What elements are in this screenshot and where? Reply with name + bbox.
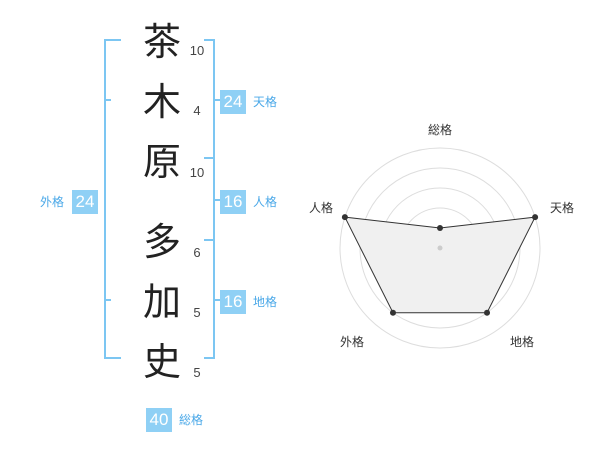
- radar-label-jinkaku: 人格: [309, 200, 333, 215]
- radar-center-dot: [437, 245, 443, 251]
- radar-polygon: [344, 216, 536, 314]
- name-char-4: 多: [142, 220, 181, 264]
- radar-point: [437, 225, 443, 231]
- radar-label-gaikaku: 外格: [340, 334, 364, 349]
- stroke-count-1: 10: [189, 43, 205, 58]
- gaikaku-label: 外格: [40, 195, 65, 209]
- chikaku-bracket: [204, 239, 220, 359]
- name-char-6: 史: [142, 340, 181, 384]
- stroke-count-5: 5: [193, 305, 201, 320]
- radar-ring: [339, 147, 541, 349]
- jinkaku-label: 人格: [253, 195, 278, 209]
- stroke-count-6: 5: [193, 365, 201, 380]
- radar-label-chikaku: 地格: [510, 334, 534, 349]
- stroke-count-3: 10: [189, 165, 205, 180]
- name-char-2: 木: [142, 80, 181, 124]
- soukaku-value: 40: [146, 408, 172, 432]
- name-char-3: 原: [142, 140, 181, 184]
- jinkaku-value: 16: [220, 190, 246, 214]
- radar-label-soukaku: 総格: [428, 122, 452, 137]
- outer-bracket: [104, 39, 121, 359]
- name-char-1: 茶: [142, 20, 181, 64]
- tenkaku-value: 24: [220, 90, 246, 114]
- radar-chart: 総格 天格 地格 外格 人格: [309, 122, 574, 349]
- chikaku-label: 地格: [253, 295, 278, 309]
- radar-point: [484, 309, 491, 316]
- tenkaku-label: 天格: [253, 95, 278, 109]
- stroke-count-2: 4: [193, 103, 201, 118]
- radar-label-tenkaku: 天格: [550, 200, 574, 215]
- chikaku-value: 16: [220, 290, 246, 314]
- radar-point: [389, 309, 396, 316]
- name-char-5: 加: [142, 280, 181, 324]
- radar-point: [532, 214, 539, 221]
- stroke-count-4: 6: [193, 245, 201, 260]
- radar-point: [341, 214, 348, 221]
- soukaku-label: 総格: [179, 413, 204, 427]
- gaikaku-value: 24: [72, 190, 98, 214]
